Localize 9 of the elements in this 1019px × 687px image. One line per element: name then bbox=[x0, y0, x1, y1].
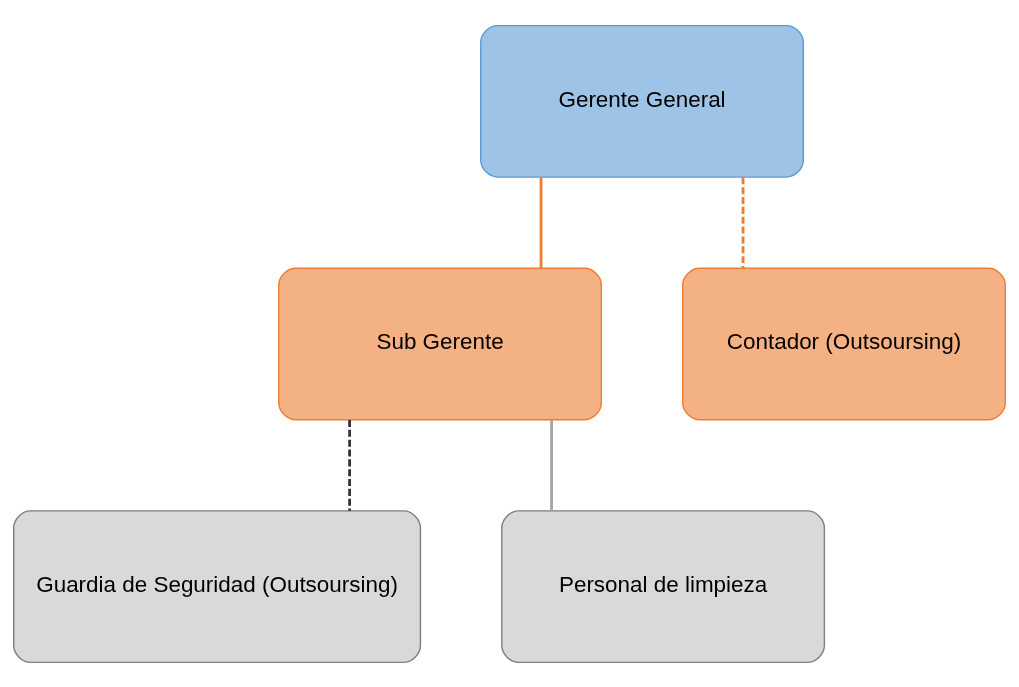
connector bbox=[741, 176, 745, 268]
node-box: Personal de limpieza bbox=[501, 509, 826, 663]
node-box: Contador (Outsoursing) bbox=[682, 267, 1007, 420]
connector bbox=[348, 419, 351, 511]
node-box: Sub Gerente bbox=[278, 267, 603, 420]
node-box: Gerente General bbox=[480, 24, 805, 178]
connector bbox=[539, 176, 543, 268]
node-box: Guardia de Seguridad (Outsoursing) bbox=[13, 509, 422, 663]
connector bbox=[550, 419, 553, 511]
